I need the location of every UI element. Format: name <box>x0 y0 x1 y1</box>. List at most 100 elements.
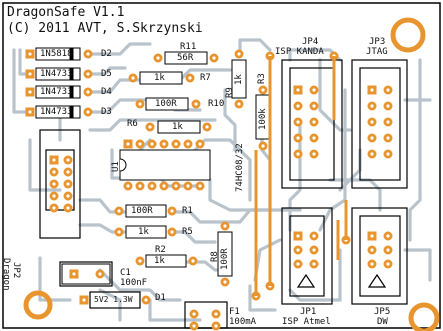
pad-hole <box>86 72 90 76</box>
pad-hole <box>117 209 121 213</box>
pad-hole <box>386 234 390 238</box>
pad-hole <box>386 120 390 124</box>
pad-hole <box>28 72 32 76</box>
r5-value: 1k <box>138 227 149 237</box>
pad-hole <box>138 259 142 263</box>
d2-ref: D2 <box>101 49 112 59</box>
r7-ref: R7 <box>200 73 211 83</box>
ic-u1 <box>119 149 211 181</box>
d3-value: 1N4733 <box>40 107 73 117</box>
jp2-value: Dragon <box>1 258 11 291</box>
d5-ref: D5 <box>101 69 112 79</box>
pad-hole <box>312 136 316 140</box>
r5-ref: R5 <box>182 227 193 237</box>
pad-hole <box>28 110 32 114</box>
mounting-holes <box>23 17 440 331</box>
board-title: DragonSafe V1.1 <box>7 5 125 20</box>
u1-ref: U1 <box>111 161 121 172</box>
u1-value: 74HC08/32 <box>235 143 245 192</box>
pad-hole <box>223 224 227 228</box>
pad-hole <box>66 206 70 210</box>
pad-hole <box>174 184 178 188</box>
jp1-value: ISP Atmel <box>282 317 331 327</box>
r10-value: 100R <box>155 99 177 109</box>
pad-hole <box>205 125 209 129</box>
pad-hole <box>52 206 56 210</box>
pad-hole <box>370 88 374 92</box>
pad-hole <box>370 152 374 156</box>
r7-value: 1k <box>154 73 165 83</box>
pad-hole <box>66 158 70 162</box>
r2-ref: R2 <box>155 245 166 255</box>
jp2-ref: JP2 <box>11 262 21 279</box>
d3-ref: D3 <box>101 107 112 117</box>
pad-hole <box>370 248 374 252</box>
pad-hole <box>198 142 202 146</box>
header-outlines <box>39 59 408 329</box>
r1-ref: R1 <box>182 206 193 216</box>
pad-hole <box>191 259 195 263</box>
pad-hole <box>296 262 300 266</box>
pad-hole <box>188 76 192 80</box>
pad-hole <box>66 170 70 174</box>
r11-value: 56R <box>177 53 194 63</box>
pad-hole <box>296 136 300 140</box>
pad-hole <box>52 158 56 162</box>
pad-hole <box>261 144 265 148</box>
pad-hole <box>131 76 135 80</box>
pad-hole <box>296 120 300 124</box>
board-copyright: (C) 2011 AVT, S.Skrzynski <box>7 21 203 36</box>
r3-value: 100k <box>258 108 268 130</box>
pad-hole <box>150 184 154 188</box>
pad-hole <box>170 209 174 213</box>
pad-hole <box>126 142 130 146</box>
jp4-ref: JP4 <box>302 37 319 47</box>
pad-hole <box>117 230 121 234</box>
r1-value: 100R <box>131 206 153 216</box>
pad-hole <box>386 152 390 156</box>
pad-hole <box>162 184 166 188</box>
pad-hole <box>312 248 316 252</box>
pad-hole <box>237 52 241 56</box>
r10-ref: R10 <box>208 99 225 109</box>
d4-value: 1N4733 <box>40 87 73 97</box>
pad-hole <box>386 262 390 266</box>
pad-hole <box>28 90 32 94</box>
d2-value: 1N5818 <box>40 49 73 59</box>
r8-ref: R8 <box>210 251 220 262</box>
pad-hole <box>150 142 154 146</box>
pad-hole <box>170 230 174 234</box>
r11-ref: R11 <box>180 42 197 52</box>
pad-hole <box>370 234 374 238</box>
pad-hole <box>312 88 316 92</box>
pad-hole <box>312 234 316 238</box>
pad-hole <box>192 312 196 316</box>
pad-hole <box>86 90 90 94</box>
pad-hole <box>296 104 300 108</box>
resistor-bodies <box>125 51 271 277</box>
pad-hole <box>52 170 56 174</box>
pad-hole <box>370 120 374 124</box>
pad-hole <box>156 56 160 60</box>
d1-ref: D1 <box>155 293 166 303</box>
pad-hole <box>312 104 316 108</box>
pad-hole <box>312 262 316 266</box>
pad-hole <box>138 142 142 146</box>
f1-ref: F1 <box>229 307 240 317</box>
pad-hole <box>98 272 102 276</box>
pad-hole <box>237 102 241 106</box>
pad-hole <box>212 56 216 60</box>
pad-hole <box>126 184 130 188</box>
pad-hole <box>82 298 86 302</box>
c1-value: 100nF <box>120 278 148 288</box>
pad-hole <box>28 52 32 56</box>
pad-hole <box>198 184 202 188</box>
pad-hole <box>296 248 300 252</box>
pad-hole <box>223 280 227 284</box>
pad-hole <box>296 152 300 156</box>
pad-hole <box>261 88 265 92</box>
pad-hole <box>186 184 190 188</box>
jp4-value: ISP KANDA <box>275 47 324 57</box>
pad-hole <box>138 184 142 188</box>
